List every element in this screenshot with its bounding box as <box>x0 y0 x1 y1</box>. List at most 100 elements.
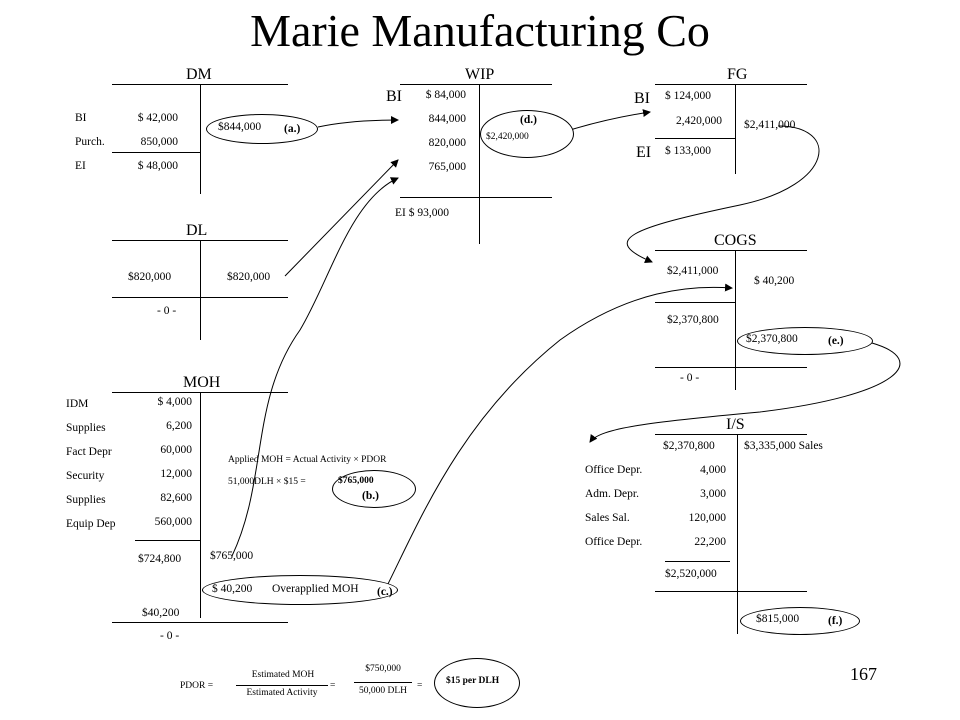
dm-divider <box>200 84 201 194</box>
is-sales: $3,335,000 Sales <box>744 440 823 452</box>
moh-row-value: 560,000 <box>154 516 192 528</box>
dm-credit: $844,000 <box>218 121 262 133</box>
wip-bi-label: BI <box>386 88 402 105</box>
is-subtotal-rule <box>665 561 730 562</box>
pdor-value-bar <box>354 682 412 683</box>
moh-adjust-label: Overapplied MOH <box>272 583 359 595</box>
fg-heading: FG <box>727 66 748 83</box>
wip-debit: 765,000 <box>428 161 466 173</box>
moh-closing-rule <box>112 622 288 623</box>
moh-row-label: IDM <box>66 398 89 410</box>
dm-heading: DM <box>186 66 212 83</box>
fg-debit2: 2,420,000 <box>676 115 722 127</box>
moh-total-credit: $765,000 <box>210 550 254 562</box>
fg-subtotal-rule <box>655 138 735 139</box>
is-net: $815,000 <box>756 613 800 625</box>
pdor-result: $15 per DLH <box>446 676 500 686</box>
wip-debit: 820,000 <box>428 137 466 149</box>
moh-adjust-oval <box>202 575 398 605</box>
fg-divider <box>735 84 736 174</box>
pdor-denominator-value: 50,000 DLH <box>358 686 408 696</box>
marker-f: (f.) <box>828 615 843 627</box>
dm-credit-oval <box>206 114 318 144</box>
moh-heading: MOH <box>183 374 221 391</box>
moh-total-debit: $724,800 <box>138 553 182 565</box>
cogs-credit: $ 40,200 <box>754 275 795 287</box>
is-total: $2,520,000 <box>665 568 717 580</box>
dm-row-label: Purch. <box>75 136 105 148</box>
cogs-balance: - 0 - <box>680 372 700 384</box>
arrow-moh-to-wip <box>231 177 399 557</box>
cogs-subtotal: $2,370,800 <box>667 314 719 326</box>
is-row-label: Adm. Depr. <box>585 488 639 500</box>
moh-row-label: Supplies <box>66 422 106 434</box>
fg-bi-value: $ 124,000 <box>665 90 711 102</box>
wip-top-rule <box>400 84 552 85</box>
applied-formula: Applied MOH = Actual Activity × PDOR <box>228 455 387 465</box>
marker-a: (a.) <box>284 123 301 135</box>
moh-subtotal-rule <box>135 540 200 541</box>
wip-credit-oval <box>480 110 574 158</box>
fg-top-rule <box>655 84 807 85</box>
moh-row-label: Supplies <box>66 494 106 506</box>
cogs-divider <box>735 250 736 390</box>
arrow-moh-to-cogs <box>384 283 733 591</box>
pdor-result-oval <box>434 658 520 708</box>
moh-balance: - 0 - <box>160 630 180 642</box>
moh-closing: $40,200 <box>142 607 180 619</box>
moh-row-value: 6,200 <box>166 420 192 432</box>
is-top-rule <box>655 434 807 435</box>
dm-row-value: $ 42,000 <box>137 112 178 124</box>
dm-row-value: 850,000 <box>140 136 178 148</box>
dm-row-label: EI <box>75 160 86 172</box>
moh-divider <box>200 392 201 618</box>
dl-divider <box>200 240 201 340</box>
is-row-value: 120,000 <box>688 512 726 524</box>
fg-credit: $2,411,000 <box>744 119 796 131</box>
dm-row-value: $ 48,000 <box>137 160 178 172</box>
moh-row-value: $ 4,000 <box>157 396 193 408</box>
marker-c: (c.) <box>377 586 393 598</box>
moh-row-value: 60,000 <box>160 444 192 456</box>
dl-credit: $820,000 <box>227 271 271 283</box>
pdor-equals: = <box>330 681 336 691</box>
wip-divider <box>479 84 480 244</box>
dl-heading: DL <box>186 222 208 239</box>
is-divider <box>737 434 738 634</box>
arrow-wip-to-fg <box>569 109 651 131</box>
applied-oval <box>332 470 416 508</box>
arrow-dm-to-wip <box>317 116 399 128</box>
cogs-closing-rule <box>655 367 807 368</box>
is-row-value: 3,000 <box>700 488 726 500</box>
fg-ei-value: $ 133,000 <box>665 145 711 157</box>
wip-subtotal-rule <box>400 197 552 198</box>
dm-subtotal-rule <box>112 152 200 153</box>
wip-debit: 844,000 <box>428 113 466 125</box>
is-closing-rule <box>655 591 807 592</box>
dl-debit: $820,000 <box>128 271 172 283</box>
is-cogs: $2,370,800 <box>663 440 715 452</box>
arrow-cogs-to-is <box>589 342 901 443</box>
arrow-fg-to-cogs <box>626 125 820 263</box>
is-row-value: 4,000 <box>700 464 726 476</box>
pdor-denominator: Estimated Activity <box>246 688 318 698</box>
dl-subtotal-rule <box>112 297 288 298</box>
moh-row-label: Security <box>66 470 105 482</box>
moh-row-value: 82,600 <box>160 492 192 504</box>
is-row-label: Office Depr. <box>585 464 643 476</box>
moh-adjust: $ 40,200 <box>212 583 253 595</box>
page-number: 167 <box>850 664 877 684</box>
fg-ei-label: EI <box>636 144 652 161</box>
dm-row-label: BI <box>75 112 87 124</box>
cogs-heading: COGS <box>714 232 757 249</box>
moh-row-label: Fact Depr <box>66 446 112 458</box>
is-row-label: Office Depr. <box>585 536 643 548</box>
fg-bi-label: BI <box>634 90 650 107</box>
is-row-label: Sales Sal. <box>585 512 630 524</box>
applied-calc: 51,000DLH × $15 = <box>228 477 306 487</box>
pdor-numerator-value: $750,000 <box>365 664 401 674</box>
dl-balance: - 0 - <box>157 305 177 317</box>
moh-row-value: 12,000 <box>160 468 192 480</box>
pdor-label: PDOR = <box>180 681 214 691</box>
